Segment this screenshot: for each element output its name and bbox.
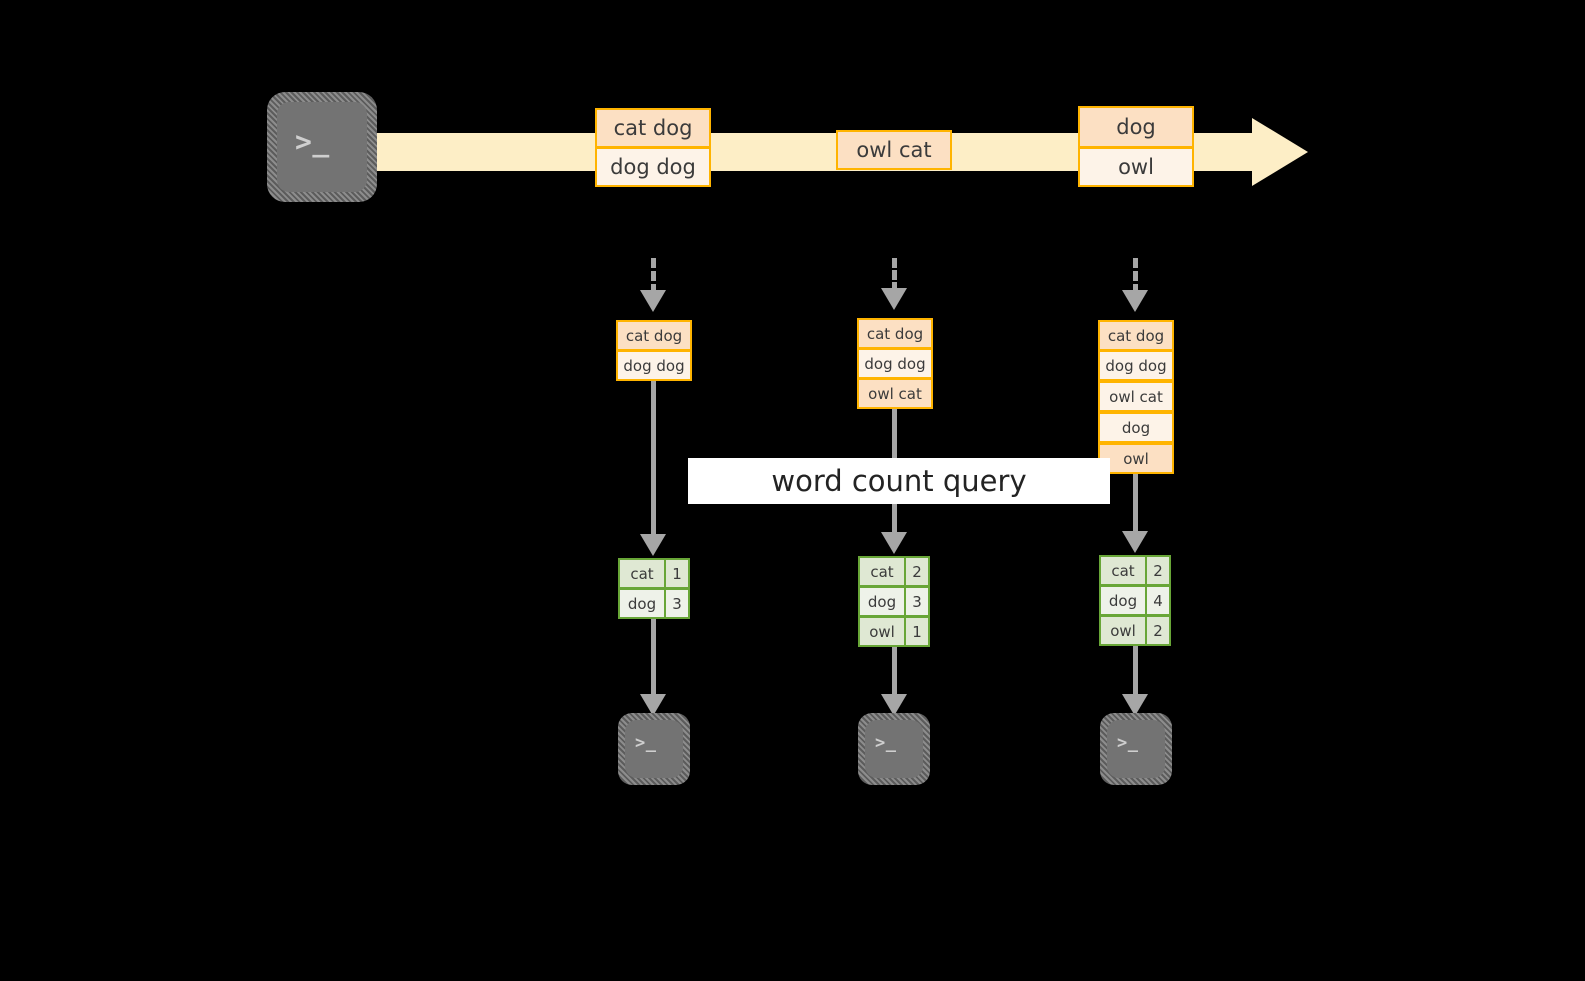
stream-record: dog dog <box>595 147 711 187</box>
sink-arrowhead <box>640 694 666 716</box>
result-cell-count: 2 <box>1145 555 1171 586</box>
stream-record: dog <box>1078 106 1194 148</box>
result-cell-count: 3 <box>904 586 930 617</box>
trigger-input-line: dog dog <box>857 348 933 379</box>
sink-terminal-prompt: >_ <box>1117 733 1139 753</box>
trigger-input-line: dog dog <box>616 350 692 381</box>
trigger-input-line: cat dog <box>1098 320 1174 351</box>
trigger-result-connector <box>1133 474 1138 534</box>
sink-terminal-body <box>1107 720 1165 778</box>
sink-terminal-body <box>865 720 923 778</box>
trigger-result-arrowhead <box>1122 531 1148 553</box>
sink-connector <box>651 619 656 697</box>
sink-terminal[interactable]: >_ <box>858 713 930 785</box>
trigger-input-line: dog <box>1098 412 1174 443</box>
trigger-dashed-connector <box>892 258 897 292</box>
stream-record: owl <box>1078 147 1194 187</box>
trigger-result-connector <box>651 381 656 536</box>
trigger-input-line: cat dog <box>616 320 692 351</box>
trigger-input-line: owl <box>1098 443 1174 474</box>
result-cell-word: dog <box>858 586 906 617</box>
trigger-dashed-arrowhead <box>881 288 907 310</box>
trigger-input-line: cat dog <box>857 318 933 349</box>
sink-terminal-prompt: >_ <box>875 733 897 753</box>
result-cell-word: owl <box>858 616 906 647</box>
result-cell-word: cat <box>618 558 666 589</box>
trigger-dashed-arrowhead <box>640 290 666 312</box>
trigger-result-arrowhead <box>881 532 907 554</box>
result-cell-count: 2 <box>904 556 930 587</box>
result-cell-word: dog <box>618 588 666 619</box>
query-label-text: word count query <box>771 464 1027 498</box>
trigger-dashed-arrowhead <box>1122 290 1148 312</box>
source-terminal-body <box>277 102 367 192</box>
sink-terminal[interactable]: >_ <box>1100 713 1172 785</box>
query-label-band: word count query <box>688 458 1110 504</box>
trigger-input-line: dog dog <box>1098 350 1174 381</box>
sink-terminal-body <box>625 720 683 778</box>
stream-record: cat dog <box>595 108 711 148</box>
stream-arrow-head <box>1252 118 1308 186</box>
result-cell-count: 3 <box>664 588 690 619</box>
sink-connector <box>892 647 897 697</box>
trigger-input-line: owl cat <box>857 378 933 409</box>
source-terminal[interactable]: >_ <box>267 92 377 202</box>
stream-record: owl cat <box>836 130 952 170</box>
sink-connector <box>1133 646 1138 697</box>
result-cell-word: dog <box>1099 585 1147 616</box>
sink-terminal-prompt: >_ <box>635 733 657 753</box>
result-cell-count: 2 <box>1145 615 1171 646</box>
result-cell-word: cat <box>858 556 906 587</box>
trigger-result-arrowhead <box>640 534 666 556</box>
trigger-dashed-connector <box>651 258 656 294</box>
source-terminal-prompt: >_ <box>295 125 330 158</box>
trigger-dashed-connector <box>1133 258 1138 294</box>
sink-terminal[interactable]: >_ <box>618 713 690 785</box>
trigger-input-line: owl cat <box>1098 381 1174 412</box>
sink-arrowhead <box>1122 694 1148 716</box>
result-cell-count: 1 <box>664 558 690 589</box>
result-cell-word: owl <box>1099 615 1147 646</box>
sink-arrowhead <box>881 694 907 716</box>
result-cell-word: cat <box>1099 555 1147 586</box>
result-cell-count: 4 <box>1145 585 1171 616</box>
result-cell-count: 1 <box>904 616 930 647</box>
